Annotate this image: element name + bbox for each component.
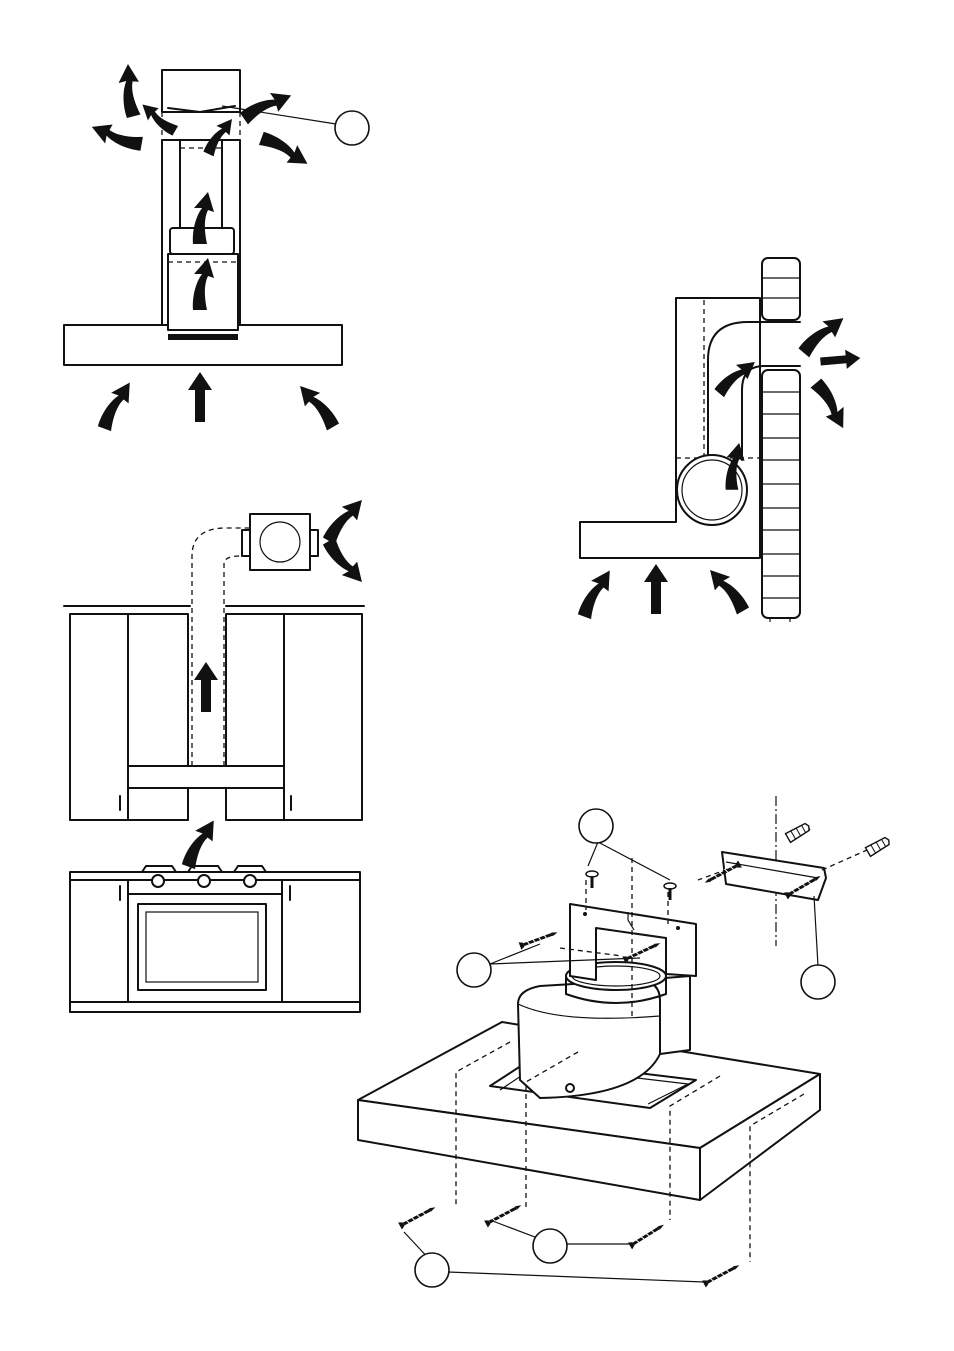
screw-icon (519, 929, 559, 950)
airflow-arrow-icon (295, 378, 339, 434)
screw-icon (628, 1221, 666, 1249)
brick-wall (762, 258, 800, 622)
airflow-arrow-icon (89, 121, 144, 151)
airflow-arrow-icon (188, 372, 212, 422)
callout-4 (801, 965, 835, 999)
figure-cabinet-ducted-extraction (64, 492, 367, 1012)
callout-1 (335, 111, 369, 145)
screw-icon (664, 883, 676, 900)
airflow-arrow-icon (257, 132, 313, 170)
callout-5 (533, 1229, 567, 1263)
airflow-arrow-icon (98, 377, 136, 433)
screw-icon (484, 1202, 523, 1228)
airflow-arrow-icon (240, 83, 295, 130)
callout-3 (457, 953, 491, 987)
figure-chimney-recirculation (64, 62, 369, 434)
airflow-arrow-icon (203, 114, 236, 159)
screw-icon (622, 939, 662, 963)
airflow-arrow-icon (113, 62, 147, 118)
callout-6 (415, 1253, 449, 1287)
callout-2 (579, 809, 613, 843)
screw-icon (702, 1262, 741, 1288)
screw-icon (398, 1204, 437, 1230)
wall-plug-icon (866, 836, 892, 857)
figure-hood-installation-exploded (358, 796, 891, 1288)
figure-wall-extraction (578, 258, 861, 622)
wall-plug-icon (786, 822, 812, 843)
screw-icon (586, 871, 598, 888)
